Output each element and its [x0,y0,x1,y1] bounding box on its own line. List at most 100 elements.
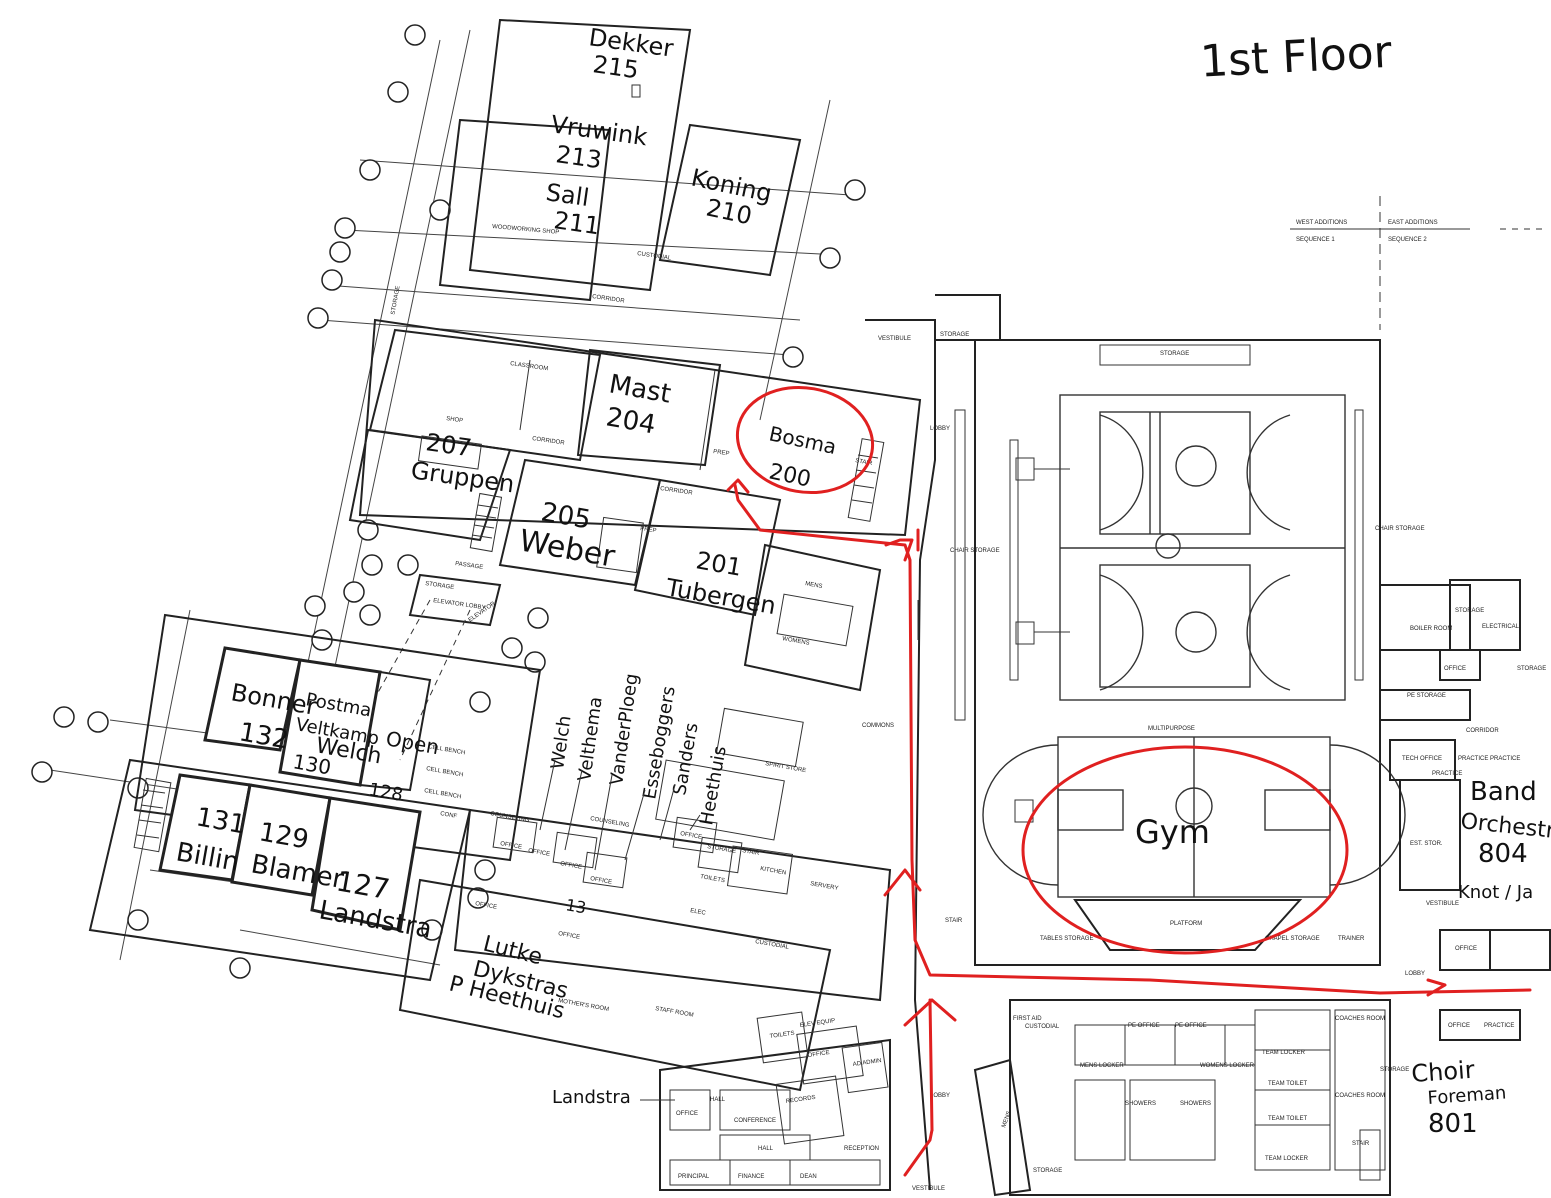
legend-east-2: SEQUENCE 2 [1388,237,1427,243]
lbl-dean: DEAN [800,1174,817,1180]
lbl-storage-east: STORAGE [1517,666,1546,672]
num-vruwink: 213 [554,140,603,174]
num-sall: 211 [552,206,601,240]
office-name-4: Sanders [669,721,702,797]
court-top-2 [1015,564,1291,691]
name-choir: Choir [1410,1056,1475,1088]
lbl-team-locker-1: TEAM LOCKER [1262,1050,1306,1056]
lbl-stair-1: STAIR [855,458,874,467]
name-sall: Sall [544,178,591,212]
lbl-practice-3: PRACTICE [1490,756,1520,762]
lbl-office-b: OFFICE [528,848,551,858]
lbl-prep-1: PREP [713,449,730,457]
lbl-office-i: OFFICE [807,1050,830,1059]
lbl-pe-office-2: PE OFFICE [1175,1023,1207,1029]
lbl-storage: STORAGE [391,285,402,315]
lbl-womens-locker: WOMENS LOCKER [1200,1063,1255,1069]
num-choir: 801 [1428,1109,1478,1139]
lbl-womens: WOMENS [782,636,810,647]
lbl-conf: CONF [440,811,458,820]
lbl-custodial-3: CUSTODIAL [1025,1024,1060,1030]
route-annotations [726,385,1532,1177]
office-name-0: Welch [547,714,575,771]
lbl-toilets: TOILETS [700,874,726,884]
lbl-spirit-store: SPIRIT STORE [765,761,807,774]
lbl-office-h: OFFICE [676,1111,698,1117]
floor-title: 1st Floor [1199,27,1394,88]
lbl-hall-1: HALL [710,1097,726,1103]
lbl-staff-room: STAFF ROOM [655,1006,694,1019]
lbl-cell-bench-2: CELL BENCH [426,766,464,778]
lbl-mens: MENS [805,581,823,590]
lbl-storage-bottom: STORAGE [1033,1168,1062,1174]
num-tubergen: 201 [694,546,744,582]
lbl-mens-bottom: MENS [1001,1110,1013,1128]
lbl-counseling-1: COUNSELING [490,811,530,824]
lbl-showers-1: SHOWERS [1125,1101,1156,1107]
lbl-classroom: CLASSROOM [510,361,549,372]
lbl-commons: COMMONS [862,723,894,729]
lower-names: 13 Lutke Dykstras P Heethuis Landstra [447,895,675,1108]
office-name-2: VanderPloeg [606,672,642,786]
lbl-elec: ELEC [690,908,707,917]
lbl-office-d: OFFICE [590,876,613,886]
lbl-corridor-mid: CORRIDOR [532,436,566,447]
num-dekker: 215 [591,50,640,84]
num-bosma: 200 [767,459,813,492]
lbl-office-e: OFFICE [680,831,703,841]
name-gym: Gym [1135,813,1210,851]
lbl-ad-admin: AD ADMIN [852,1058,882,1068]
name-weber: Weber [517,523,618,574]
lbl-kitchen: KITCHEN [760,866,787,876]
lbl-prep-2: PREP [640,526,657,534]
lbl-practice-2: PRACTICE [1458,756,1488,762]
num-open: 128 [367,779,404,806]
lbl-first-aid: FIRST AID [1013,1016,1042,1022]
lbl-hall-2: HALL [758,1146,774,1152]
lbl-passage: PASSAGE [455,561,484,571]
lbl-practice-4: PRACTICE [1484,1023,1514,1029]
court-top-1 [1015,411,1291,535]
name-bosma: Bosma [767,421,839,459]
lbl-team-locker-2: TEAM LOCKER [1265,1156,1309,1162]
lbl-storage-locker: STORAGE [1380,1067,1409,1073]
route-line [733,483,1532,995]
name-tubergen: Tubergen [663,573,778,620]
lbl-stair-3: STAIR [945,918,963,924]
lbl-storage-3: STORAGE [707,844,737,855]
lbl-platform: PLATFORM [1170,921,1202,927]
lbl-toilets-2: TOILETS [769,1031,794,1040]
num-band: 804 [1478,839,1528,869]
lower-name-landstra: Landstra [552,1087,631,1108]
grid-tags [31,24,866,979]
lbl-servery: SERVERY [810,881,839,892]
lbl-elev-equip: ELEV EQUIP [799,1018,835,1029]
lbl-shop: SHOP [446,416,464,424]
name-gruppen: Gruppen [409,456,516,498]
lbl-vestibule-top: VESTIBULE [878,336,911,342]
lbl-lobby-top: LOBBY [930,426,950,432]
lbl-storage-gym: STORAGE [1160,351,1189,357]
lbl-pe-office-1: PE OFFICE [1128,1023,1160,1029]
lbl-office-f: OFFICE [475,901,498,911]
name-band: Band [1470,777,1537,807]
lbl-est-stor: EST. STOR. [1410,841,1443,847]
sequence-legend: WEST ADDITIONS SEQUENCE 1 EAST ADDITIONS… [1290,196,1545,330]
lbl-stair-2: STAIR [742,848,761,857]
lbl-team-toilet-1: TEAM TOILET [1268,1081,1307,1087]
lbl-lobby-bottom: LOBBY [930,1093,950,1099]
lbl-office-east-3: OFFICE [1448,1023,1470,1029]
office-name-5: Heethuis [696,744,731,826]
lbl-storage-2: STORAGE [425,581,455,591]
lbl-tech-office: TECH OFFICE [1402,756,1442,762]
lbl-boiler: BOILER ROOM [1410,626,1452,632]
lbl-mens-locker: MENS LOCKER [1080,1063,1124,1069]
office-name-1: Velthema [574,695,607,782]
gymnasium: STORAGE MULTIPURPOSE [945,339,1425,966]
lbl-multipurpose: MULTIPURPOSE [1148,726,1195,732]
lbl-coaches-room-1: COACHES ROOM [1335,1016,1385,1022]
lbl-fire-pump: STORAGE [1455,608,1484,614]
legend-west-2: SEQUENCE 1 [1296,237,1335,243]
admin-area: OFFICE HALL CONFERENCE HALL RECORDS OFFI… [659,1011,945,1192]
